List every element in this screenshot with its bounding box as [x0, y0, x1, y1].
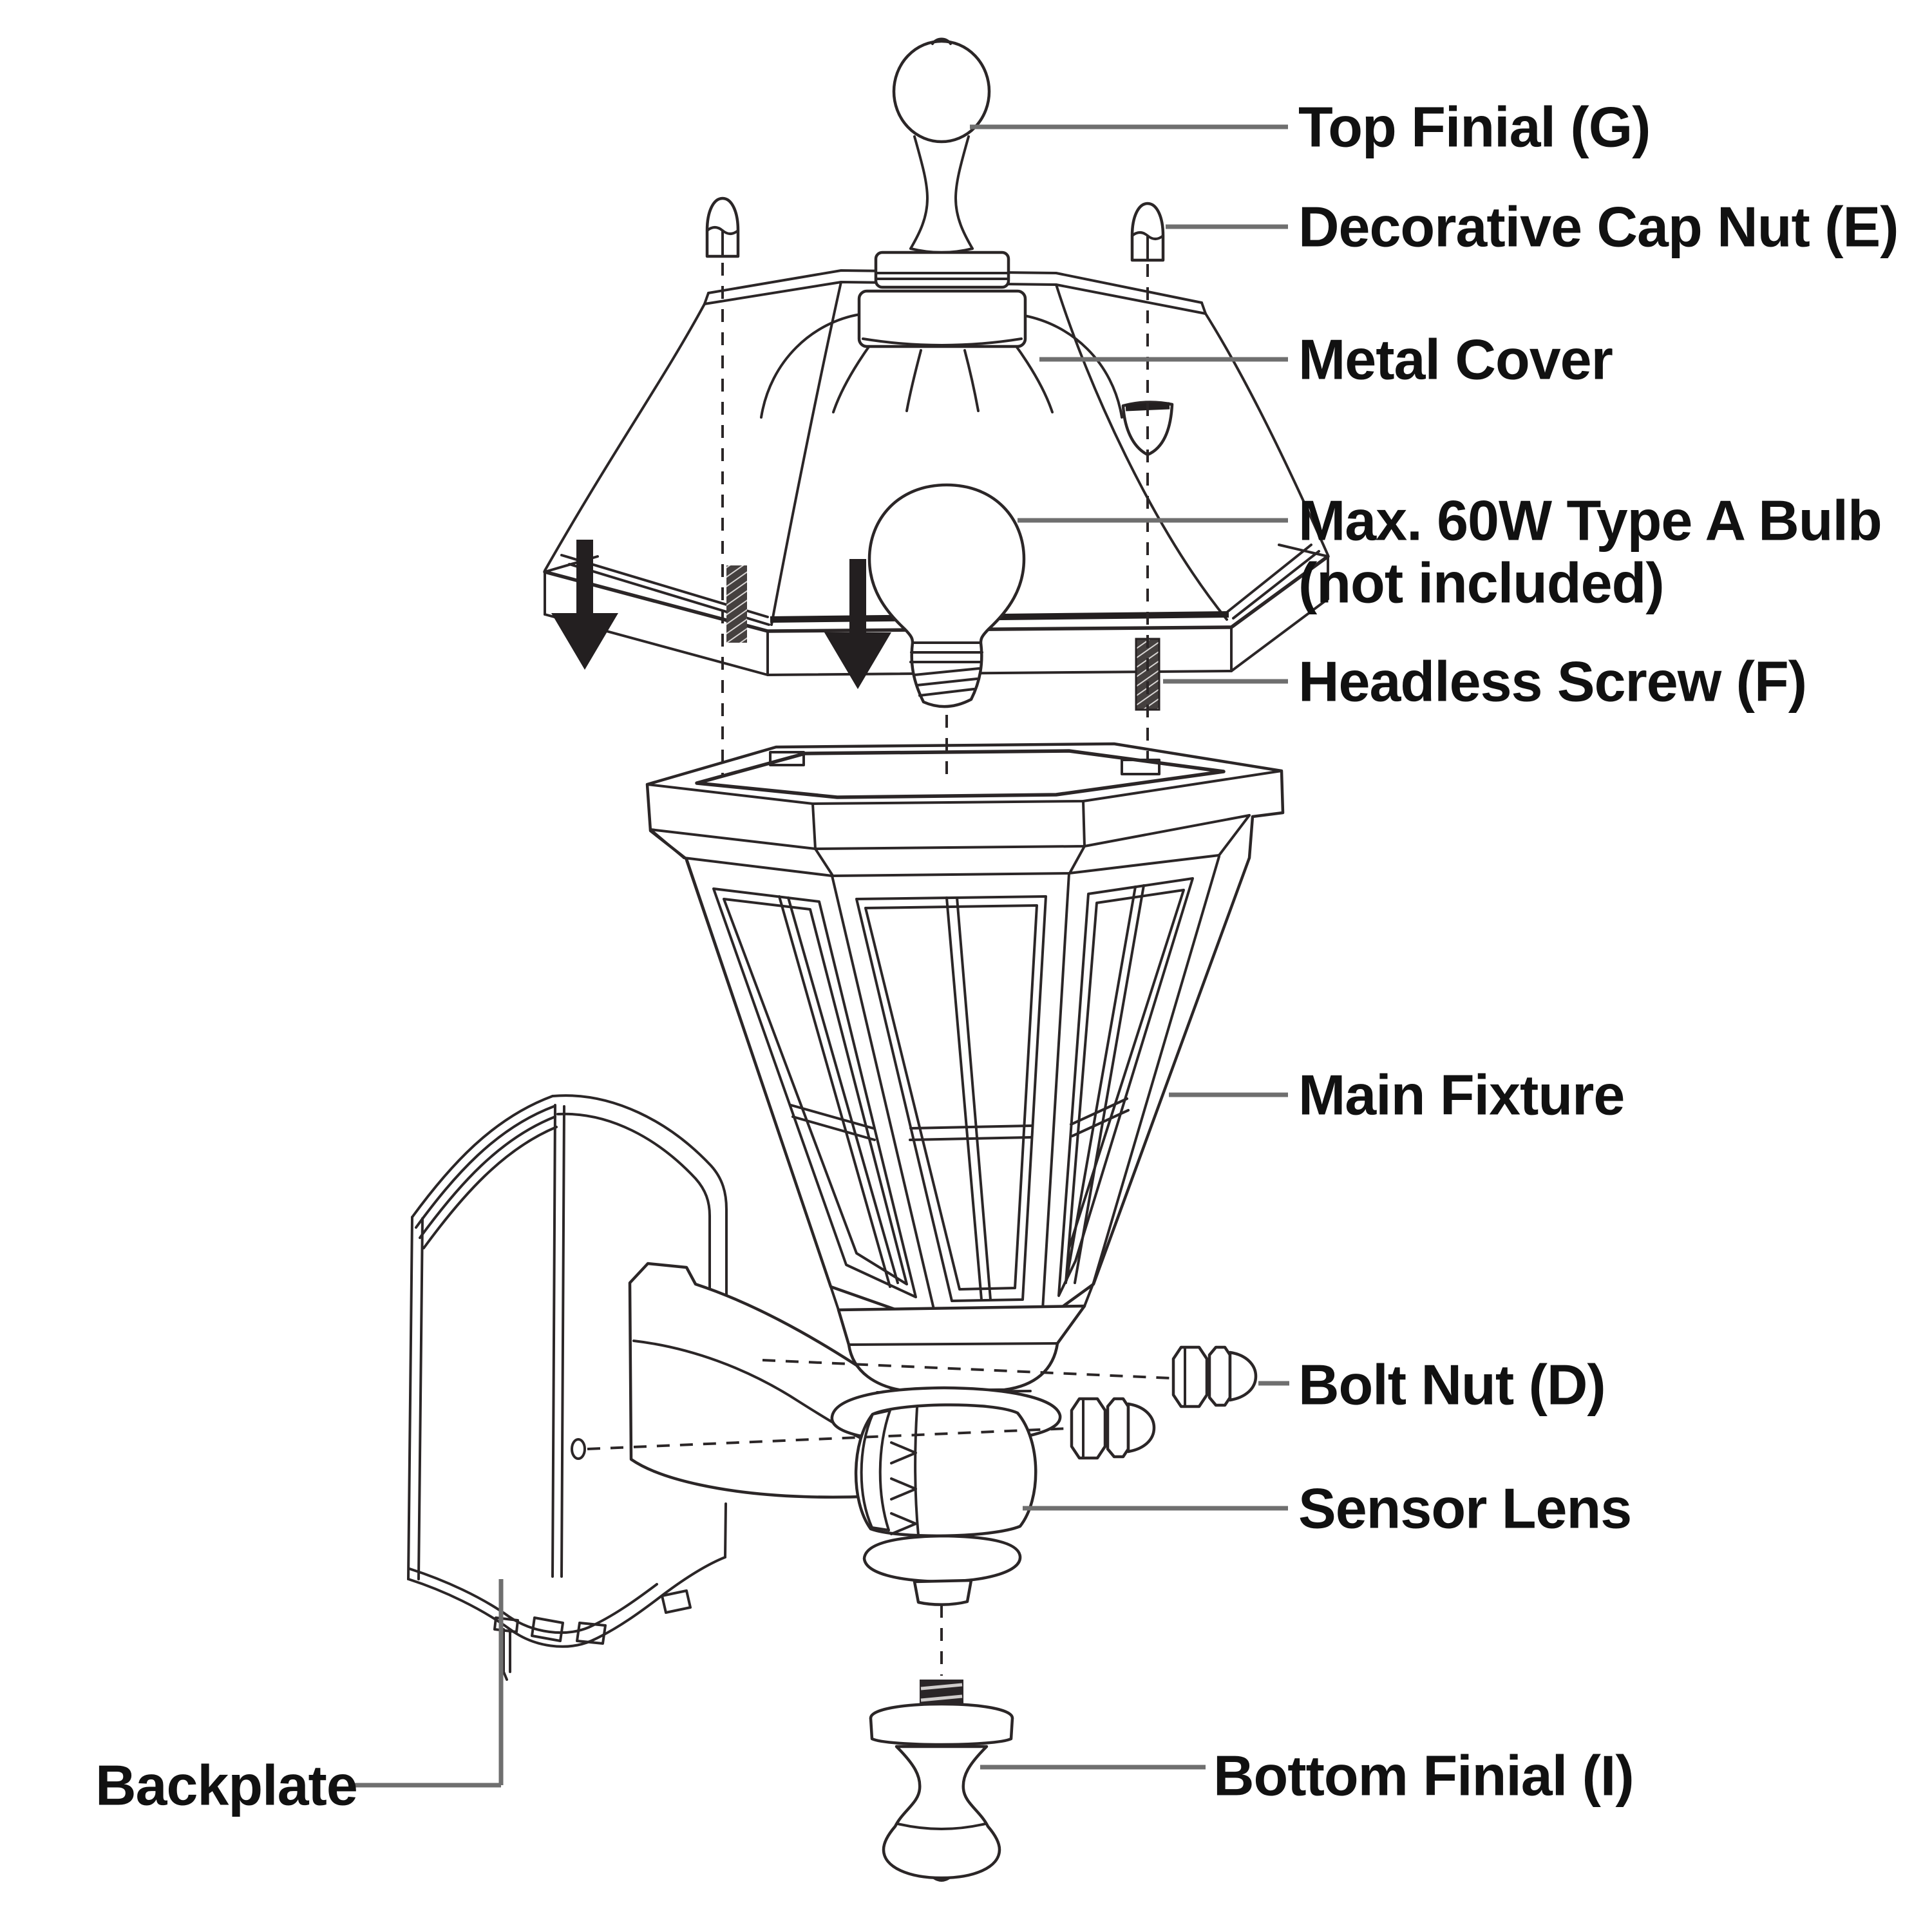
label-backplate: Backplate — [95, 1754, 357, 1817]
backplate-drawing — [407, 1094, 728, 1681]
label-main-fixture: Main Fixture — [1298, 1063, 1624, 1127]
label-top-finial: Top Finial (G) — [1298, 95, 1650, 159]
label-bulb-line2: (not included) — [1298, 551, 1664, 615]
bulb-drawing — [867, 483, 1026, 708]
sensor-assembly-drawing — [830, 1304, 1086, 1606]
headless-screw-left-drawing — [726, 565, 747, 643]
labels: Top Finial (G) Decorative Cap Nut (E) Me… — [95, 95, 1899, 1817]
sensor-lens-drawing — [860, 1406, 920, 1537]
down-arrow-right — [824, 559, 891, 689]
down-arrow-left — [551, 540, 618, 670]
bottom-finial-drawing — [869, 1680, 1014, 1882]
label-bulb-line1: Max. 60W Type A Bulb — [1298, 489, 1882, 553]
assembly-axis-guides — [587, 263, 1171, 1676]
label-metal-cover: Metal Cover — [1298, 328, 1613, 392]
label-headless-screw: Headless Screw (F) — [1298, 650, 1806, 714]
label-bottom-finial: Bottom Finial (I) — [1213, 1744, 1634, 1808]
decorative-cap-nut-left-drawing — [705, 196, 740, 258]
top-finial-drawing — [857, 37, 1027, 348]
label-sensor-lens: Sensor Lens — [1298, 1477, 1631, 1540]
bolt-nut-upper-drawing — [1171, 1345, 1258, 1408]
label-decorative-cap-nut: Decorative Cap Nut (E) — [1298, 195, 1899, 259]
leader-lines — [353, 124, 1289, 1788]
main-fixture-drawing — [645, 742, 1285, 1347]
headless-screw-right-drawing — [1135, 638, 1160, 711]
label-bolt-nut: Bolt Nut (D) — [1298, 1353, 1605, 1417]
bolt-nut-lower-drawing — [1070, 1397, 1156, 1460]
decorative-cap-nut-right-drawing — [1130, 202, 1165, 262]
